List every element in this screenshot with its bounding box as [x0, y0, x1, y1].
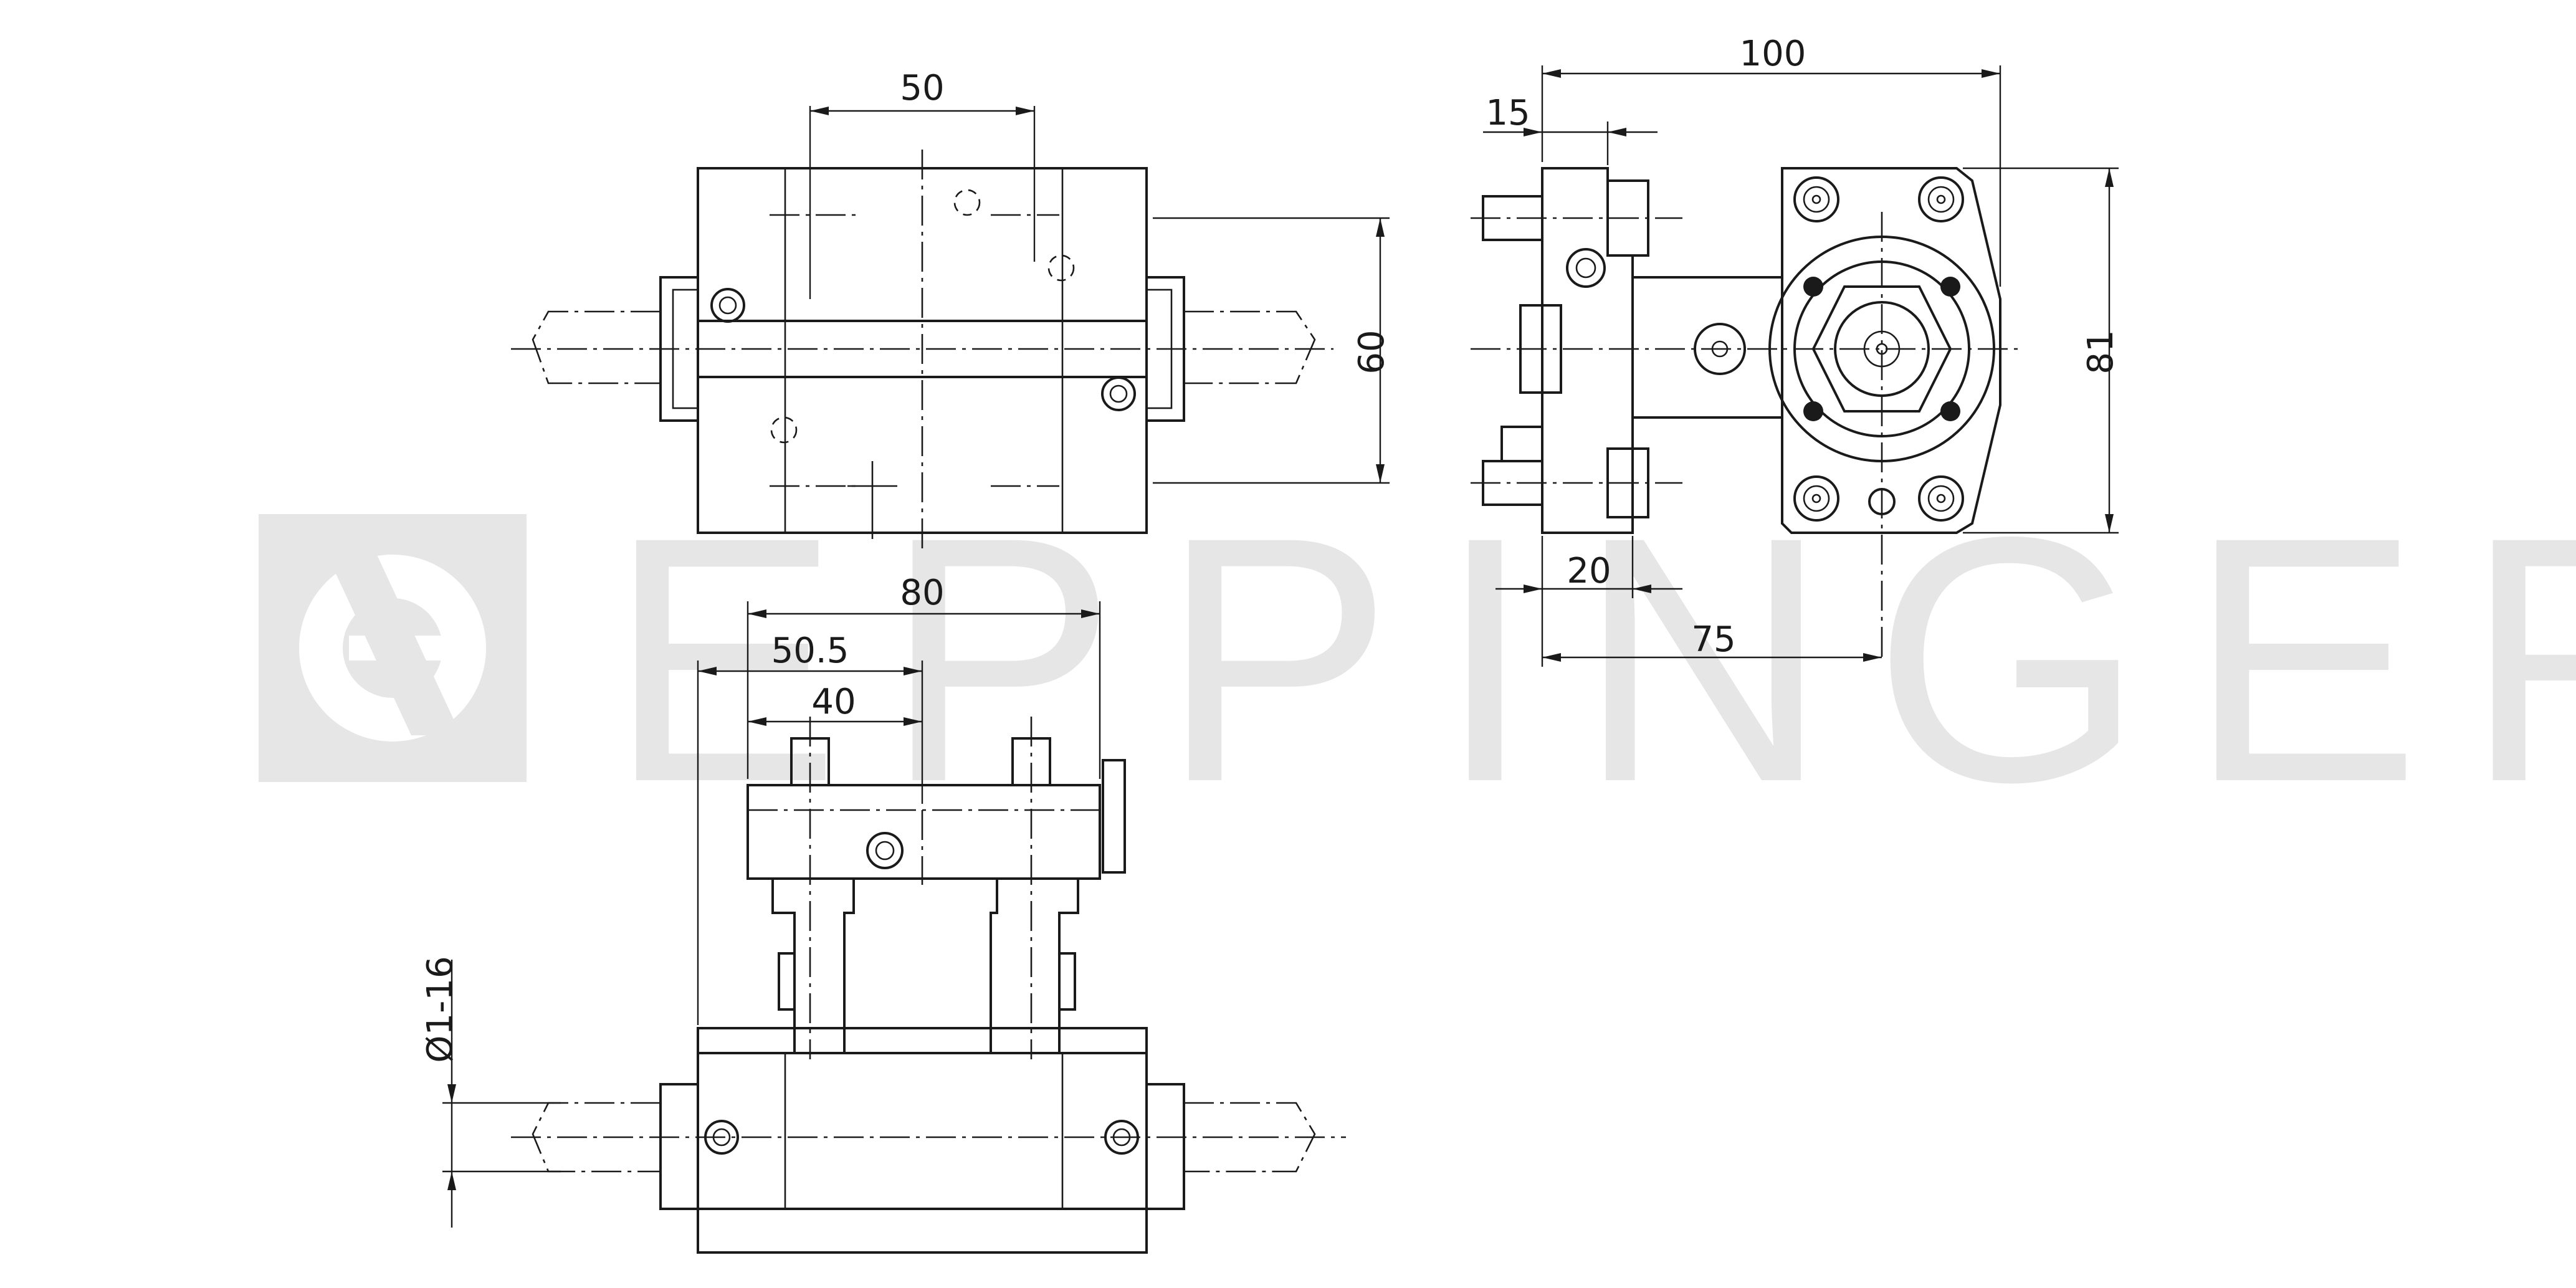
watermark: EPPINGER	[259, 464, 2576, 854]
bolt-holes	[1566, 176, 1964, 522]
side-view: 100 15 81 20 75	[1471, 34, 2121, 667]
screw-icon	[710, 288, 745, 323]
dim-side-bottom-left: 20	[1567, 551, 1611, 591]
dim-side-height: 81	[2081, 330, 2121, 374]
dim-top-width: 80	[900, 573, 944, 613]
watermark-text: EPPINGER	[608, 464, 2576, 854]
screw-icon	[866, 832, 904, 869]
side-body	[1541, 167, 2001, 534]
screw-icon	[1104, 1120, 1139, 1155]
dim-side-width: 100	[1740, 34, 1806, 74]
top-view: 80 50.5 40 Ø1-16	[420, 573, 1346, 1254]
dim-top-a: 50.5	[771, 631, 849, 671]
screw-icon	[704, 1120, 739, 1155]
top-body	[697, 1027, 1148, 1254]
dim-front-width: 50	[900, 68, 944, 108]
dim-front-height: 60	[1352, 330, 1392, 374]
watermark-logo-icon	[299, 548, 486, 742]
dim-diameter-range: Ø1-16	[420, 956, 460, 1062]
dim-top-b: 40	[811, 682, 856, 722]
dim-side-offset: 15	[1486, 93, 1530, 133]
front-view: 50 60	[511, 68, 1392, 548]
screw-icon	[1101, 376, 1136, 411]
dim-side-bottom-center: 75	[1691, 619, 1735, 660]
